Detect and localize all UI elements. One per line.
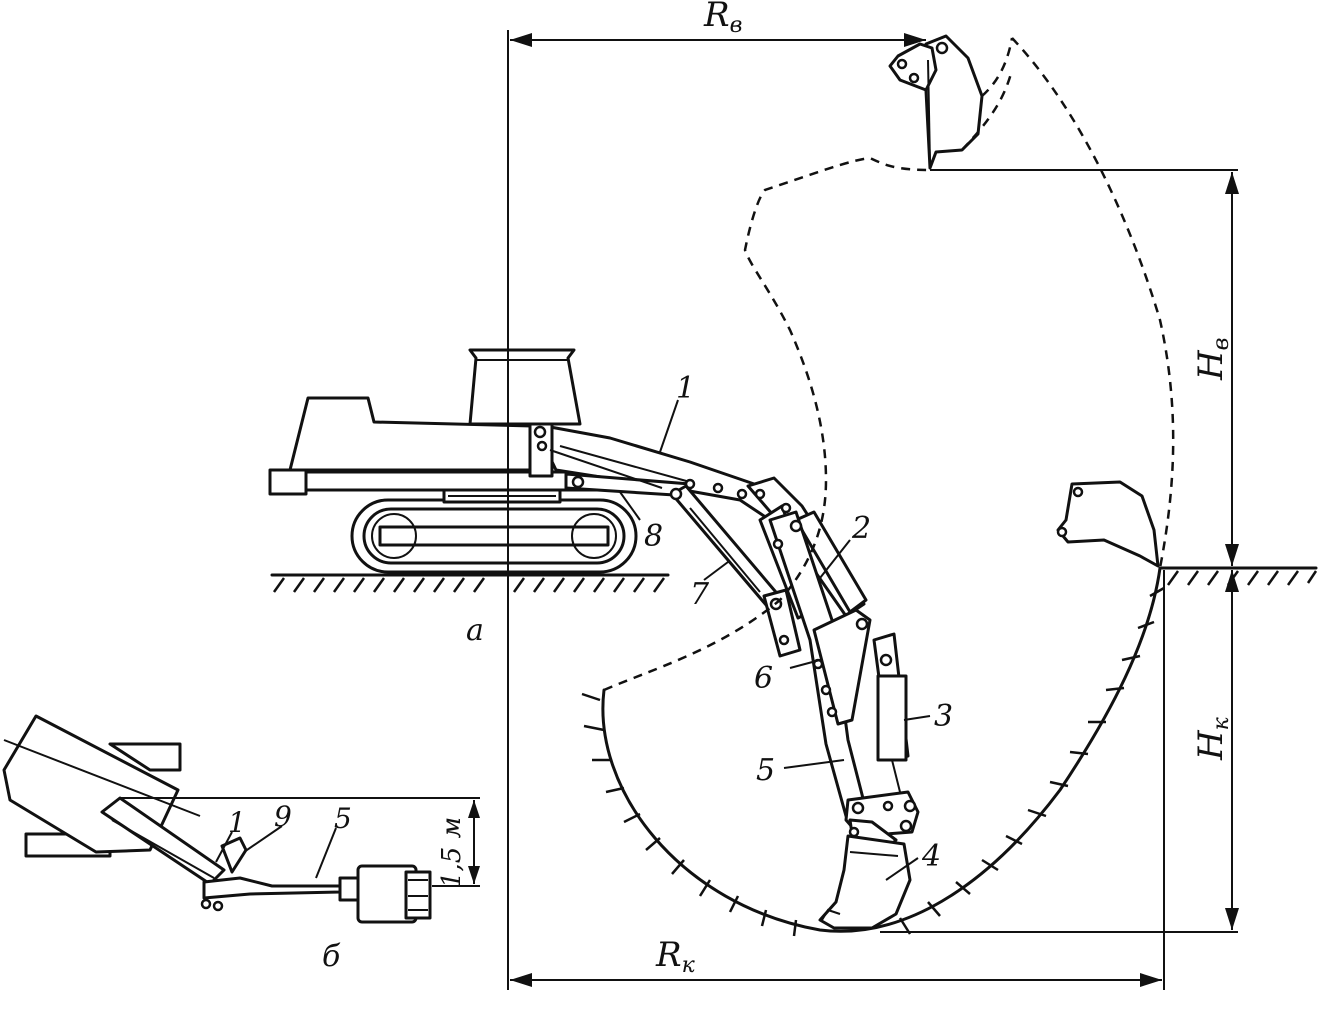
bucket-4 <box>818 834 912 930</box>
label-small-9: 9 <box>274 800 292 833</box>
label-h-dig: Hк <box>1191 716 1234 761</box>
working-envelope <box>603 37 1175 692</box>
label-view-a: а <box>466 613 484 648</box>
dimension-r-dig <box>510 570 1165 990</box>
label-part-7: 7 <box>690 577 710 612</box>
label-small-5: 5 <box>334 802 352 835</box>
ground-line-right <box>1158 566 1318 586</box>
label-h-unload: Hв <box>1191 338 1234 381</box>
label-part-6: 6 <box>754 661 773 696</box>
bucket-right <box>1056 480 1160 568</box>
joint-pins <box>533 425 917 838</box>
label-part-5: 5 <box>756 753 775 788</box>
label-r-unload: Rв <box>703 0 742 38</box>
cylinder-3 <box>872 632 910 801</box>
label-r-dig: Rк <box>655 935 696 978</box>
label-part-3: 3 <box>934 699 953 734</box>
label-part-1: 1 <box>676 371 695 406</box>
dimension-h-dig <box>880 570 1239 933</box>
label-part-8: 8 <box>644 519 663 554</box>
ground-line-left <box>270 573 670 593</box>
dig-profile <box>581 566 1165 937</box>
dimension-h-unload <box>930 169 1239 566</box>
label-small-1: 1 <box>228 806 246 839</box>
part-leaders <box>619 399 931 881</box>
label-part-2: 2 <box>851 511 871 546</box>
small-excavator-view <box>2 714 432 924</box>
label-height-1-5: 1,5 м <box>437 817 467 888</box>
label-part-4: 4 <box>921 839 941 874</box>
small-dimension <box>120 797 480 887</box>
dimension-r-unload <box>507 30 926 990</box>
label-view-b: б <box>322 939 341 974</box>
crawler-track <box>350 498 638 574</box>
small-leaders <box>215 825 337 879</box>
bucket-top <box>888 34 1014 170</box>
